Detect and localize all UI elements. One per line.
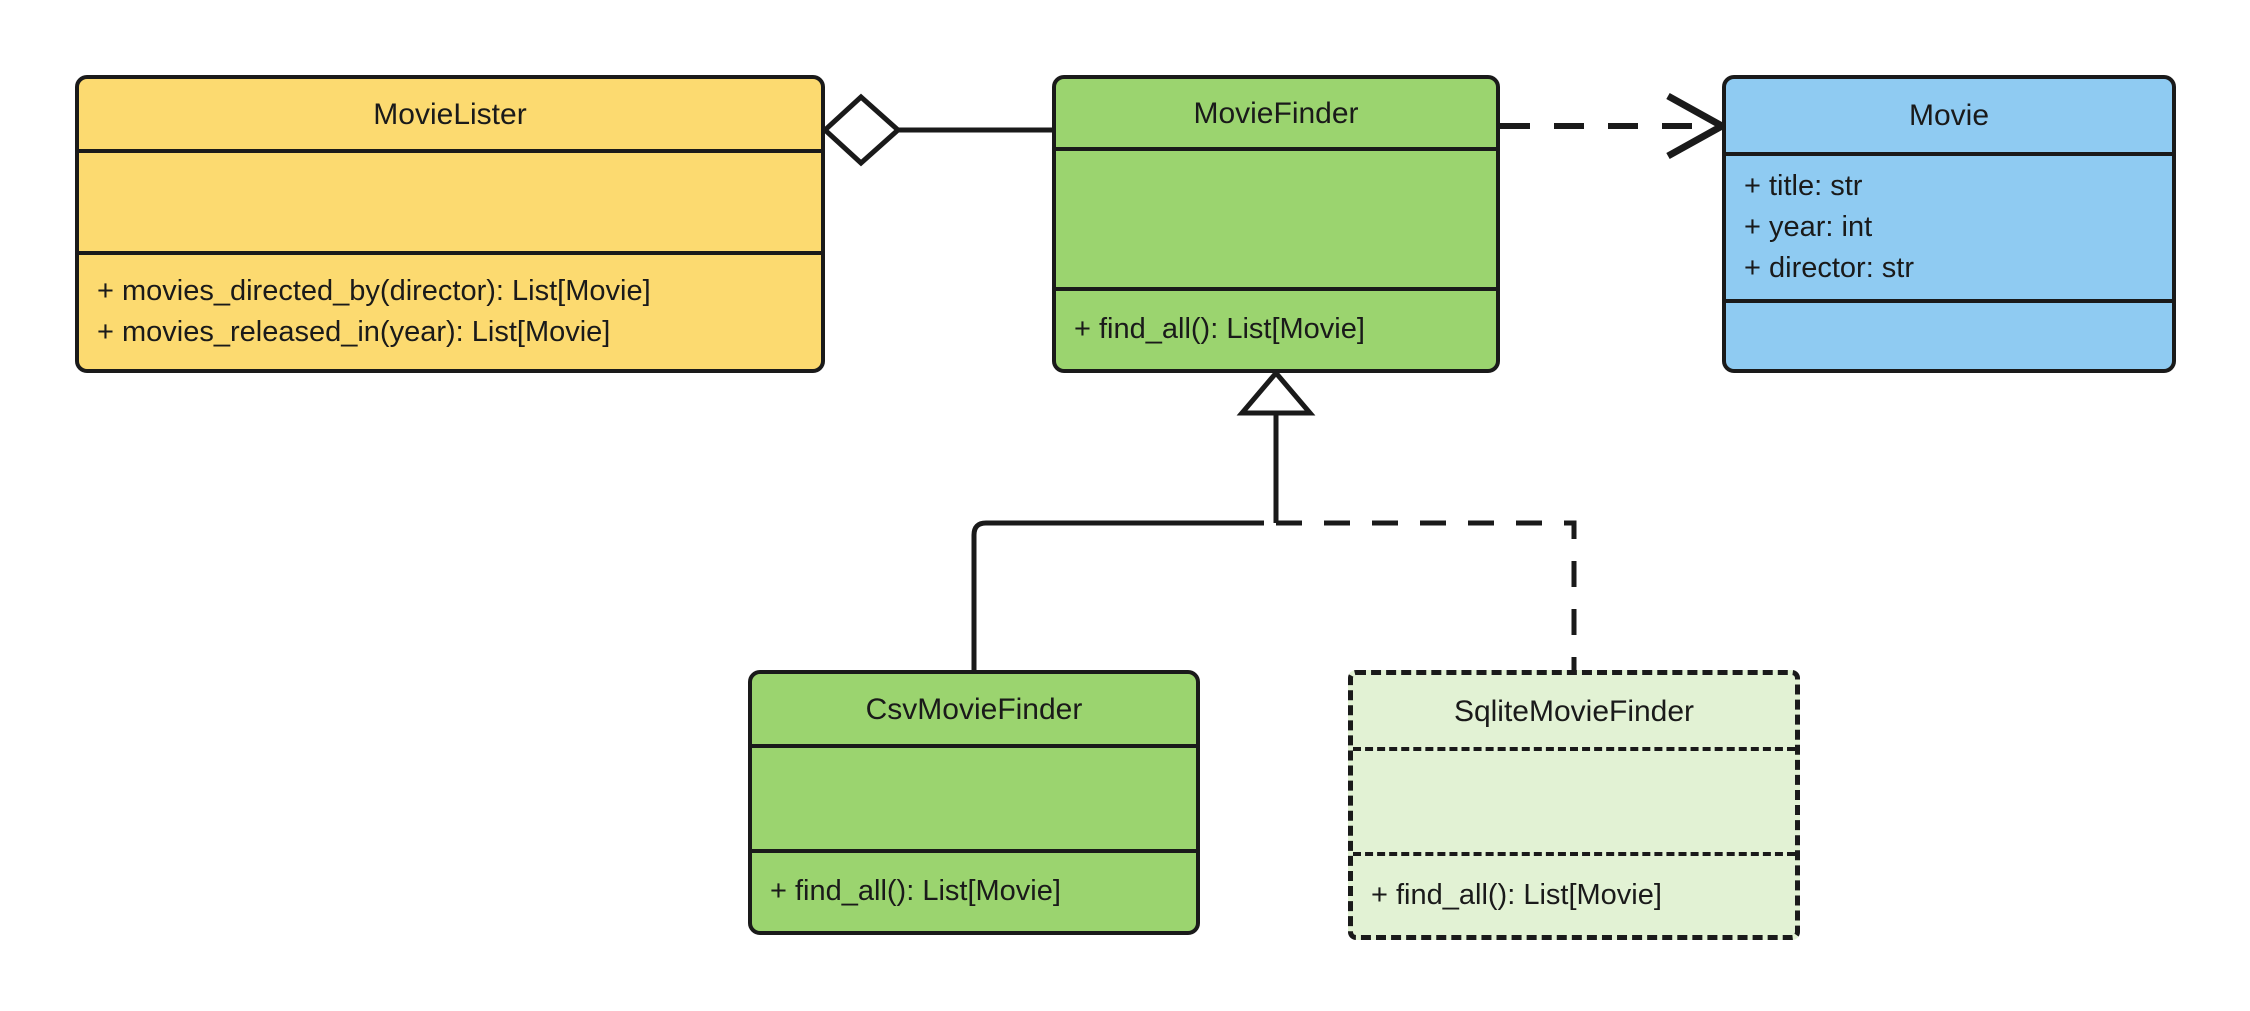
class-name-compartment: CsvMovieFinder [752, 674, 1196, 744]
class-name-label: MovieLister [373, 97, 527, 131]
methods-compartment [1726, 299, 2172, 369]
attributes-compartment [752, 744, 1196, 849]
attributes-compartment: + title: str + year: int + director: str [1726, 152, 2172, 299]
attribute-item: + director: str [1744, 252, 1915, 285]
method-item: + find_all(): List[Movie] [1371, 878, 1662, 911]
methods-compartment: + find_all(): List[Movie] [752, 849, 1196, 931]
hollow-diamond-marker [821, 93, 902, 167]
class-name-compartment: MovieLister [79, 79, 821, 149]
class-name-compartment: Movie [1726, 79, 2172, 152]
class-name-compartment: SqliteMovieFinder [1353, 675, 1795, 747]
attribute-item: + year: int [1744, 210, 1873, 243]
relationship-generalization-sqlite-finder [1276, 520, 1577, 670]
method-item: + find_all(): List[Movie] [1074, 313, 1365, 346]
class-box-movie-finder[interactable]: MovieFinder + find_all(): List[Movie] [1052, 75, 1500, 373]
attributes-compartment [1056, 147, 1496, 287]
relationship-generalization-csv-finder [971, 369, 1316, 670]
class-name-compartment: MovieFinder [1056, 79, 1496, 147]
class-name-label: MovieFinder [1193, 96, 1359, 130]
class-box-movie-lister[interactable]: MovieLister + movies_directed_by(directo… [75, 75, 825, 373]
methods-compartment: + find_all(): List[Movie] [1056, 287, 1496, 369]
class-name-label: CsvMovieFinder [865, 692, 1083, 726]
attribute-item: + title: str [1744, 169, 1863, 202]
hollow-triangle-marker [1236, 369, 1316, 416]
class-name-label: Movie [1908, 99, 1990, 132]
class-name-label: SqliteMovieFinder [1453, 694, 1695, 728]
class-box-csv-movie-finder[interactable]: CsvMovieFinder + find_all(): List[Movie] [748, 670, 1200, 935]
generalization-line-sqlite [1276, 520, 1577, 670]
generalization-line-csv [971, 520, 1264, 670]
method-item: + movies_directed_by(director): List[Mov… [97, 274, 651, 307]
relationship-dependency-finder-movie [1500, 92, 1730, 160]
class-box-movie[interactable]: Movie + title: str + year: int + directo… [1722, 75, 2176, 373]
method-item: + find_all(): List[Movie] [770, 875, 1061, 908]
class-box-sqlite-movie-finder[interactable]: SqliteMovieFinder + find_all(): List[Mov… [1348, 670, 1800, 940]
attributes-compartment [79, 149, 821, 251]
methods-compartment: + movies_directed_by(director): List[Mov… [79, 251, 821, 369]
relationship-aggregation-lister-finder [821, 93, 1052, 167]
method-item: + movies_released_in(year): List[Movie] [97, 316, 611, 348]
attributes-compartment [1353, 747, 1795, 852]
methods-compartment: + find_all(): List[Movie] [1353, 852, 1795, 935]
